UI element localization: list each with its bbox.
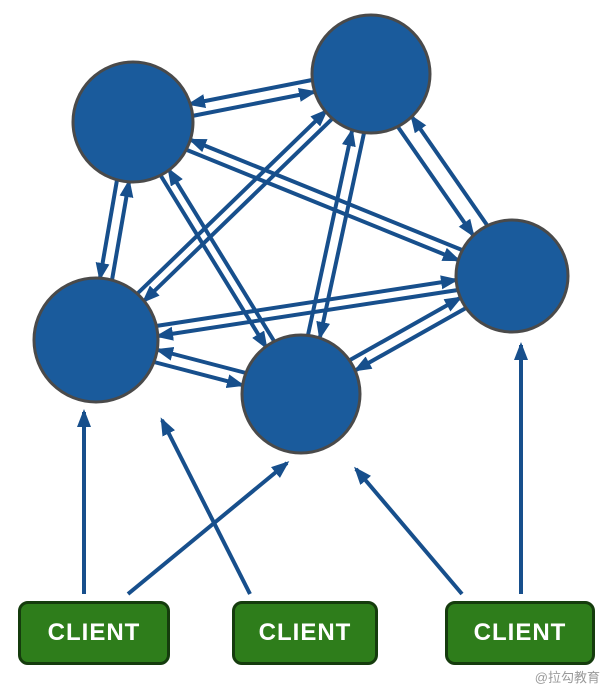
connection-arrow-node-right-to-node-left <box>155 288 459 341</box>
connection-arrow-node-top-left-to-node-top-center <box>191 88 317 118</box>
connection-arrow-node-top-center-to-node-top-left <box>187 78 313 108</box>
connection-arrow-node-left-to-node-right <box>155 275 459 328</box>
connection-arrow-node-right-to-node-top-center <box>410 114 489 227</box>
connection-arrow-node-bottom-center-to-node-right <box>349 296 463 362</box>
connection-arrow-node-top-center-to-node-left <box>141 117 334 304</box>
connection-arrow-node-bottom-center-to-node-left <box>155 347 247 375</box>
connection-arrow-node-top-left-to-node-left <box>95 179 119 281</box>
connection-arrow-node-left-to-node-top-left <box>110 179 134 281</box>
client-box: CLIENT <box>232 601 378 665</box>
node-bottom-center <box>240 333 362 455</box>
connection-arrow-node-top-left-to-node-bottom-center <box>159 174 268 350</box>
client-box: CLIENT <box>18 601 170 665</box>
client-arrow-client-1-to-node-bottom-center <box>126 461 290 596</box>
client-label: CLIENT <box>258 619 352 646</box>
node-right <box>454 218 570 334</box>
connection-arrow-node-right-to-node-bottom-center <box>353 306 467 372</box>
client-label: CLIENT <box>473 619 567 646</box>
client-arrow-client-2-to-node-left <box>160 417 252 595</box>
node-top-center <box>310 13 432 135</box>
node-left <box>32 276 160 404</box>
connection-arrow-node-top-left-to-node-right <box>186 148 461 262</box>
connection-arrow-node-top-center-to-node-right <box>396 125 475 238</box>
watermark: @拉勾教育 <box>534 670 600 685</box>
connection-arrow-node-bottom-center-to-node-top-center <box>306 128 356 336</box>
client-label: CLIENT <box>47 619 141 646</box>
connection-arrow-node-top-center-to-node-bottom-center <box>316 132 366 340</box>
connection-arrow-node-left-to-node-bottom-center <box>153 360 245 388</box>
node-top-left <box>71 60 195 184</box>
connection-arrow-node-left-to-node-top-center <box>136 108 329 295</box>
client-box: CLIENT <box>445 601 595 665</box>
connection-arrow-node-right-to-node-top-left <box>188 138 463 252</box>
client-arrow-client-3-to-node-bottom-center <box>354 466 464 596</box>
